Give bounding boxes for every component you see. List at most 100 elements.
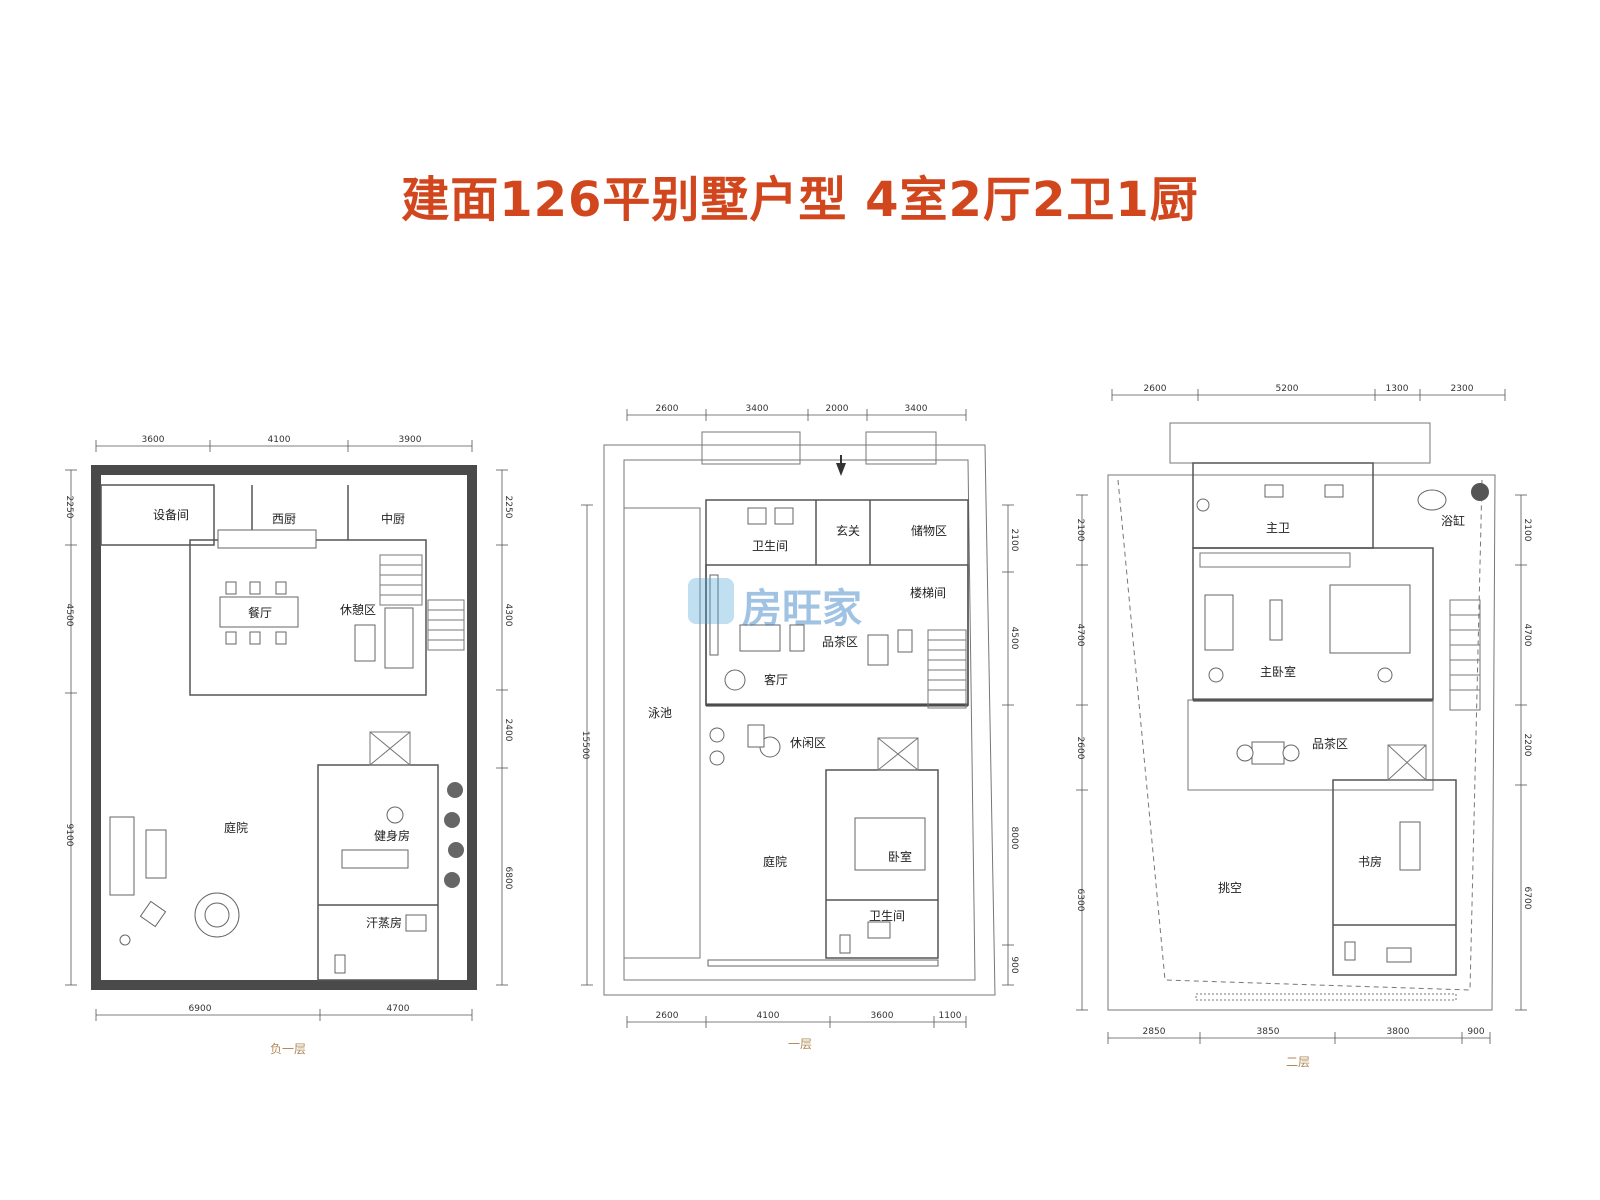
room-label-lounge: 休憩区 xyxy=(340,602,376,617)
dim-label: 2250 xyxy=(64,496,74,519)
basement-dims-left: 2250 4500 9100 xyxy=(64,469,77,986)
dim-label: 4700 xyxy=(1522,624,1532,647)
room-label-tea: 品茶区 xyxy=(1312,736,1348,751)
room-label-master-bedroom: 主卧室 xyxy=(1260,664,1296,679)
second-stairs xyxy=(1449,599,1481,711)
floor-label-ground: 一层 xyxy=(788,1037,812,1051)
room-label-foyer: 玄关 xyxy=(836,523,860,538)
dim-label: 3600 xyxy=(871,1011,894,1021)
room-label-equipment: 设备间 xyxy=(153,508,189,522)
room-label-courtyard: 庭院 xyxy=(224,820,248,835)
room-label-living: 客厅 xyxy=(764,672,788,687)
room-label-stairwell: 楼梯间 xyxy=(910,585,946,600)
ground-stairs xyxy=(927,629,967,709)
dim-label: 6300 xyxy=(1075,889,1085,912)
dim-label: 3400 xyxy=(746,404,769,414)
dim-label: 4500 xyxy=(64,604,74,627)
ground-dims-left: 15500 xyxy=(580,504,593,986)
basement-dims-bottom: 6900 4700 xyxy=(95,1004,473,1021)
basement-dims-right: 2250 4300 2400 6800 xyxy=(496,469,513,986)
second-dims-left: 2100 4700 2600 6300 xyxy=(1075,494,1088,1011)
dim-label: 5200 xyxy=(1276,384,1299,394)
site-boundary xyxy=(603,444,996,996)
ground-furniture xyxy=(707,507,939,967)
floor-label-second: 二层 xyxy=(1286,1055,1310,1069)
dim-label: 4500 xyxy=(1009,627,1019,650)
room-label-bathroom2: 卫生间 xyxy=(869,909,905,923)
basement-plants xyxy=(444,782,464,888)
dim-label: 6900 xyxy=(189,1004,212,1014)
room-label-void: 挑空 xyxy=(1218,881,1242,895)
watermark-text: 房旺家 xyxy=(742,586,862,632)
site-boundary-inner xyxy=(623,459,976,981)
room-label-bedroom: 卧室 xyxy=(888,849,912,864)
void-outline xyxy=(1117,479,1483,991)
dim-label: 2300 xyxy=(1451,384,1474,394)
room-label-dining: 餐厅 xyxy=(248,605,272,620)
dim-label: 3600 xyxy=(142,435,165,445)
basement-furniture xyxy=(109,529,427,974)
entrance-arrow-icon xyxy=(836,463,846,476)
page-title: 建面126平别墅户型 4室2厅2卫1厨 xyxy=(401,172,1199,228)
plan-ground: 2600 3400 2000 3400 2600 4100 3600 1100 … xyxy=(580,404,1019,1051)
dim-label: 4700 xyxy=(1075,624,1085,647)
dim-label: 6700 xyxy=(1522,887,1532,910)
room-label-west-kitchen: 西厨 xyxy=(272,512,296,526)
dim-label: 4700 xyxy=(387,1004,410,1014)
dim-label: 3800 xyxy=(1387,1027,1410,1037)
dim-label: 900 xyxy=(1009,956,1019,973)
dim-label: 4100 xyxy=(268,435,291,445)
second-dims-bottom: 2850 3850 3800 900 xyxy=(1107,1027,1491,1044)
dim-label: 15500 xyxy=(580,731,590,760)
dim-label: 2000 xyxy=(826,404,849,414)
dim-label: 900 xyxy=(1467,1027,1484,1037)
plant-icon xyxy=(1471,483,1489,501)
outer-wall xyxy=(91,465,477,990)
ground-dims-bottom: 2600 4100 3600 1100 xyxy=(626,1011,967,1028)
room-label-gym: 健身房 xyxy=(374,828,410,843)
dim-label: 1100 xyxy=(939,1011,962,1021)
dim-label: 2400 xyxy=(503,719,513,742)
dim-label: 4300 xyxy=(503,604,513,627)
dim-label: 8000 xyxy=(1009,827,1019,850)
dim-label: 2100 xyxy=(1075,519,1085,542)
dim-label: 2200 xyxy=(1522,734,1532,757)
dim-label: 2100 xyxy=(1009,529,1019,552)
room-label-leisure: 休闲区 xyxy=(790,736,826,750)
second-dims-top: 2600 5200 1300 2300 xyxy=(1111,384,1506,401)
room-label-courtyard: 庭院 xyxy=(763,854,787,869)
room-label-master-bath: 主卫 xyxy=(1266,521,1290,535)
room-label-tea: 品茶区 xyxy=(822,634,858,649)
dim-label: 1300 xyxy=(1386,384,1409,394)
basement-dims-top: 3600 4100 3900 xyxy=(95,435,473,452)
dim-label: 2600 xyxy=(656,1011,679,1021)
site-boundary xyxy=(1107,474,1496,1011)
room-label-bathtub: 浴缸 xyxy=(1441,513,1465,528)
floor-label-basement: 负一层 xyxy=(270,1042,306,1056)
room-label-pool: 泳池 xyxy=(648,706,672,720)
room-label-study: 书房 xyxy=(1358,854,1382,869)
second-walls xyxy=(1187,462,1457,976)
plan-basement: 3600 4100 3900 6900 4700 2250 4500 9100 xyxy=(64,435,513,1056)
room-label-chinese-kitchen: 中厨 xyxy=(381,511,405,526)
terrace-outline xyxy=(1169,422,1431,464)
ground-dims-top: 2600 3400 2000 3400 xyxy=(626,404,967,421)
dim-label: 2600 xyxy=(1144,384,1167,394)
second-furniture xyxy=(1195,484,1457,1001)
plan-second: 2600 5200 1300 2300 2850 3850 3800 900 2… xyxy=(1075,384,1532,1069)
ground-walls xyxy=(623,431,969,959)
room-label-storage: 储物区 xyxy=(911,523,947,538)
room-label-sauna: 汗蒸房 xyxy=(366,915,402,930)
ground-dims-right: 2100 4500 8000 900 xyxy=(1002,504,1019,986)
dim-label: 4100 xyxy=(757,1011,780,1021)
dim-label: 3900 xyxy=(399,435,422,445)
dim-label: 3400 xyxy=(905,404,928,414)
house-icon xyxy=(688,578,734,624)
dim-label: 6800 xyxy=(503,867,513,890)
second-dims-right: 2100 4700 2200 6700 xyxy=(1515,494,1532,1011)
watermark-logo: 房旺家 xyxy=(688,578,862,632)
dim-label: 2250 xyxy=(503,496,513,519)
dim-label: 3850 xyxy=(1257,1027,1280,1037)
dim-label: 2600 xyxy=(656,404,679,414)
